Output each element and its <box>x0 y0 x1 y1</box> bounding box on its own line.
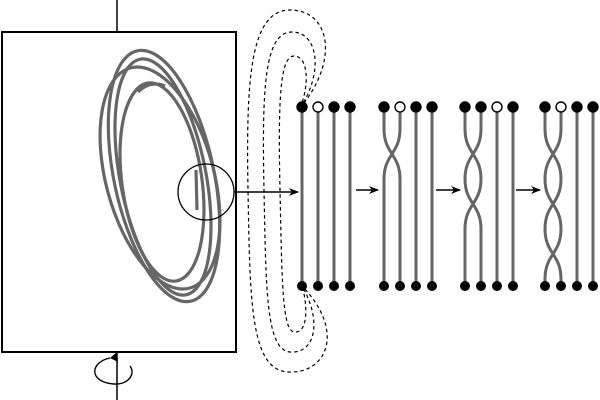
strand-end <box>476 281 486 291</box>
open-strand-end <box>555 101 567 113</box>
braid-stage <box>296 101 356 291</box>
strand-end <box>329 281 339 291</box>
strand-end <box>344 101 356 113</box>
coil-strand-end <box>136 82 166 94</box>
strand-end <box>379 281 389 291</box>
dashed-loop-inner <box>278 55 307 333</box>
braid-stage <box>459 101 519 291</box>
strand-end <box>328 101 340 113</box>
dashed-loops <box>246 9 328 373</box>
strand-end <box>296 101 308 113</box>
strand-end <box>556 281 566 291</box>
open-strand-end <box>491 101 503 113</box>
braid-stage <box>539 101 599 291</box>
strand-end <box>571 101 583 113</box>
coil-strand-end <box>194 169 199 211</box>
strand-end <box>460 281 470 291</box>
strand-end <box>297 281 307 291</box>
strand-end <box>508 281 518 291</box>
dashed-loop-outer <box>246 9 328 373</box>
strand-end <box>492 281 502 291</box>
strand <box>463 107 483 286</box>
strand <box>543 107 563 286</box>
braid-stage <box>378 101 438 291</box>
strand-end <box>313 281 323 291</box>
strand-end <box>572 281 582 291</box>
strand-end <box>411 281 421 291</box>
braid-stages <box>296 101 599 291</box>
strand <box>463 107 483 286</box>
strand-end <box>410 101 422 113</box>
open-strand-end <box>394 101 406 113</box>
strand-end <box>475 101 487 113</box>
strand-end <box>587 101 599 113</box>
container-box <box>1 31 237 353</box>
strand-end <box>427 281 437 291</box>
dashed-loop-middle <box>262 31 316 353</box>
open-strand-end <box>312 101 324 113</box>
strand <box>382 107 402 286</box>
strand <box>382 107 402 286</box>
strand-end <box>459 101 471 113</box>
strand-end <box>345 281 355 291</box>
coil-loop <box>118 81 206 283</box>
strand-end <box>395 281 405 291</box>
strand-end <box>507 101 519 113</box>
strand-end <box>588 281 598 291</box>
strand-end <box>539 101 551 113</box>
strand-end <box>540 281 550 291</box>
strand-end <box>426 101 438 113</box>
rotation-arrow-icon <box>94 352 133 385</box>
strand-end <box>378 101 390 113</box>
